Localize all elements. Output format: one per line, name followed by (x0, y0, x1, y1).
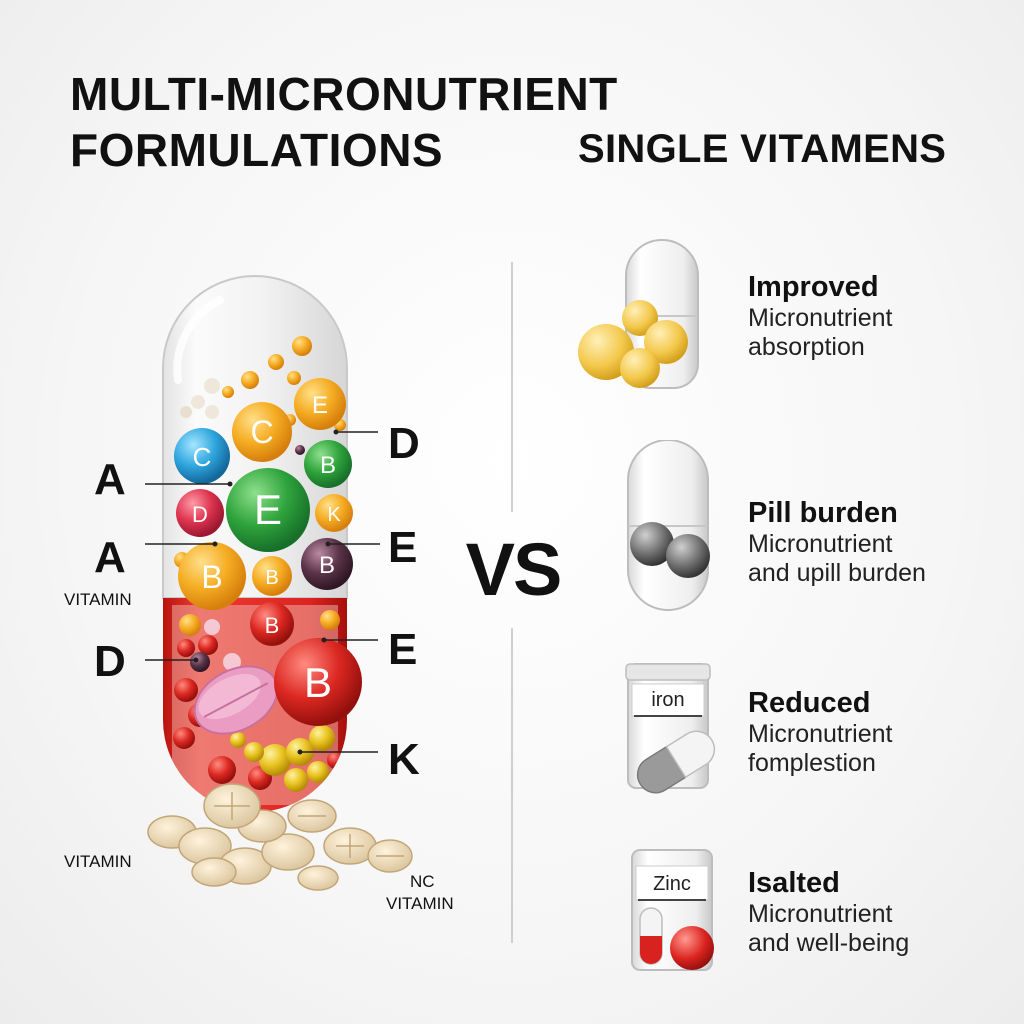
vitamin-bubble-c-blue: C (174, 428, 230, 484)
capsule-with-gray-beads-icon (627, 440, 710, 611)
iron-bottle-with-capsule-icon: iron (625, 663, 716, 794)
left-title-line-2: FORMULATIONS (70, 124, 444, 176)
bubble-text-e1: E (312, 392, 328, 419)
feature-improved: Improved Micronutrient absorption (748, 270, 893, 362)
bubble-text-d1: D (192, 502, 208, 527)
bubble-text-c2: C (193, 442, 212, 472)
vitamin-bubble-b-small-orange: B (252, 556, 292, 596)
label-right-k: K (388, 735, 420, 784)
vitamin-bubble-b-green: B (304, 440, 352, 488)
vitamin-bubble-e-green: E (226, 468, 310, 552)
nc-vitamin-label: VITAMIN (386, 894, 454, 913)
pink-tablet (193, 665, 279, 735)
feature-heading: Isalted (748, 867, 840, 899)
feature-line: absorption (748, 333, 865, 361)
vs-label: VS (465, 528, 563, 611)
label-right-e-2: E (388, 625, 418, 674)
feature-line: Micronutrient (748, 304, 893, 332)
vitamin-bubble-b-red-small: B (250, 602, 294, 646)
bubble-text-b6: B (304, 659, 332, 706)
vitamin-bubble-b-purple: B (301, 538, 353, 590)
divider-line-top (511, 262, 513, 512)
left-title: MULTI-MICRONUTRIENT FORMULATIONS (70, 66, 618, 178)
bubble-text-k1: K (327, 504, 341, 526)
label-left-a-2: A (94, 533, 126, 582)
vitamin-bubble-b-red-large: B (274, 638, 362, 726)
bubble-text-b4: B (265, 567, 278, 589)
label-right-d: D (388, 419, 420, 468)
label-left-a-1: A (94, 455, 126, 504)
divider-line-bottom (511, 628, 513, 943)
zinc-bottle-with-red-pill-icon: Zinc (631, 849, 714, 971)
vitamin-label-2: VITAMIN (64, 852, 132, 871)
feature-heading: Improved (748, 271, 879, 303)
left-title-line-1: MULTI-MICRONUTRIENT (70, 68, 618, 120)
feature-isalted: Isalted Micronutrient and well-being (748, 866, 909, 958)
iron-bottle-label: iron (651, 689, 684, 711)
bubble-text-e2: E (254, 486, 282, 533)
vitamin-bubble-k-orange: K (315, 494, 353, 532)
zinc-bottle-label: Zinc (653, 873, 691, 895)
feature-line: Micronutrient (748, 530, 893, 558)
feature-line: and well-being (748, 929, 910, 957)
bubble-text-b2: B (319, 552, 335, 579)
vitamin-label-1: VITAMIN (64, 590, 132, 609)
label-right-e-1: E (388, 523, 418, 572)
feature-heading: Reduced (748, 687, 871, 719)
feature-line: fomplestion (748, 749, 876, 777)
feature-pill-burden: Pill burden Micronutrient and upill burd… (748, 496, 926, 588)
tablet-pile (147, 783, 413, 891)
vitamin-bubble-d-red: D (176, 489, 224, 537)
feature-line: and upill burden (748, 559, 926, 587)
feature-line: Micronutrient (748, 720, 893, 748)
vitamin-bubble-e-top: E (294, 378, 346, 430)
bubble-text-c1: C (250, 414, 273, 450)
bubble-text-b3: B (201, 559, 222, 595)
label-left-d: D (94, 637, 126, 686)
pointer-lines (145, 431, 380, 753)
feature-line: Micronutrient (748, 900, 893, 928)
nc-label: NC (410, 872, 435, 891)
right-title: SINGLE VITAMENS (578, 127, 947, 171)
vitamin-bubble-b-large-orange: B (178, 542, 246, 610)
feature-heading: Pill burden (748, 497, 898, 529)
bubble-text-b1: B (320, 452, 336, 479)
bubble-text-b5: B (265, 613, 280, 638)
vitamin-bubble-c-orange: C (232, 402, 292, 462)
capsule-with-yellow-softgels-icon (578, 239, 699, 389)
feature-reduced: Reduced Micronutrient fomplestion (748, 686, 893, 778)
